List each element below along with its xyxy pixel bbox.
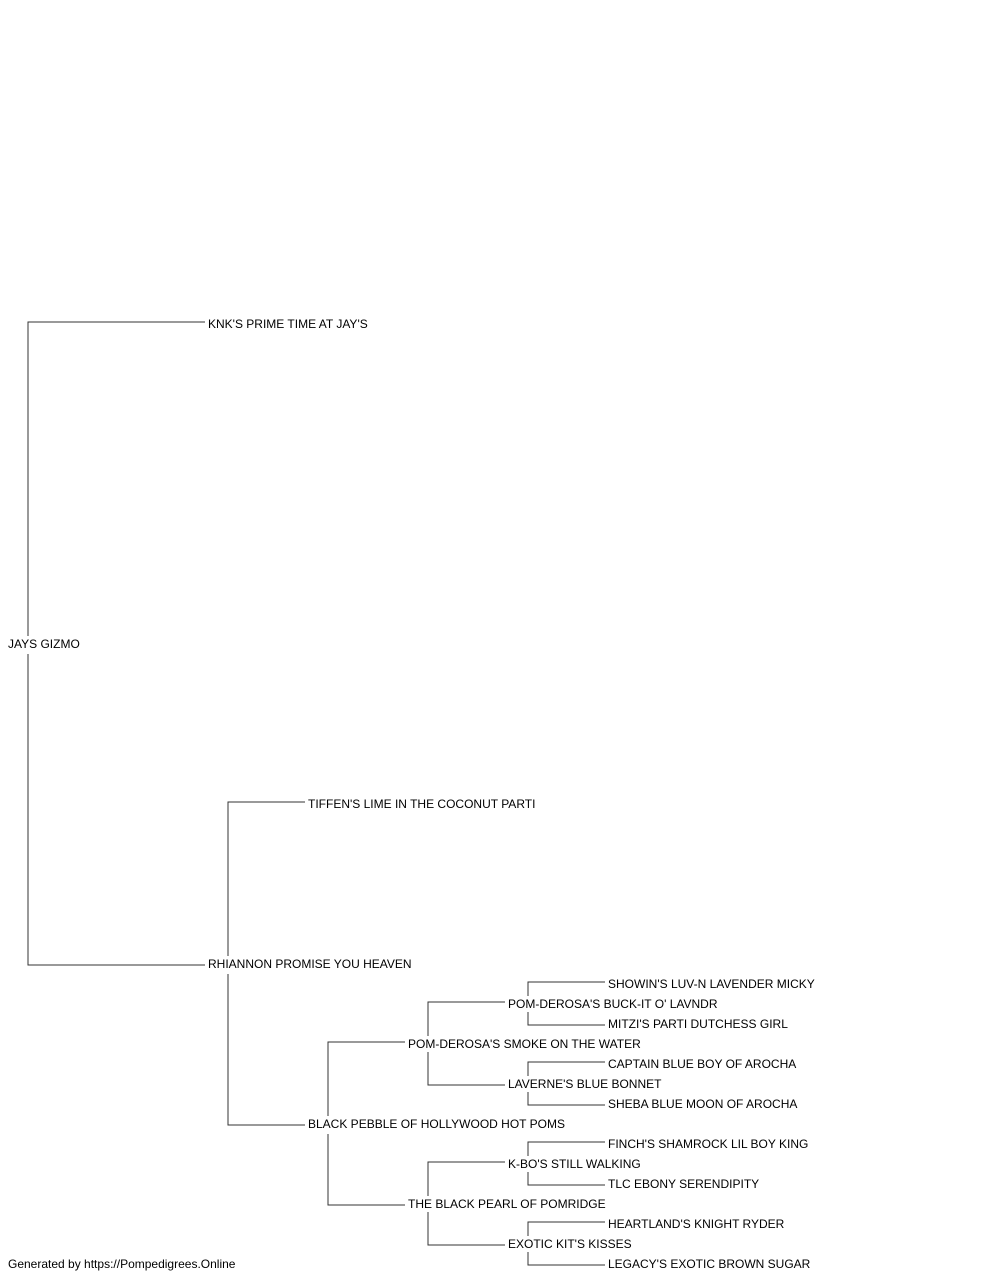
connector-dam-to-sire: [227, 801, 305, 956]
pedigree-ddsd: LAVERNE'S BLUE BONNET: [508, 1077, 663, 1091]
connector-exotic-to-dam: [527, 1252, 605, 1266]
pedigree-dddd: EXOTIC KIT'S KISSES: [508, 1237, 633, 1251]
pedigree-ddsss: SHOWIN'S LUV-N LAVENDER MICKY: [608, 977, 816, 991]
pedigree-subject: JAYS GIZMO: [8, 637, 81, 651]
pedigree-dddsd: TLC EBONY SERENDIPITY: [608, 1177, 761, 1191]
connector-buckit-to-dam: [527, 1012, 605, 1026]
pedigree-ddsds: CAPTAIN BLUE BOY OF AROCHA: [608, 1057, 798, 1071]
pedigree-dddss: FINCH'S SHAMROCK LIL BOY KING: [608, 1137, 810, 1151]
connector-pearl-to-dam: [427, 1212, 505, 1246]
pedigree-ddddd: LEGACY'S EXOTIC BROWN SUGAR: [608, 1257, 812, 1271]
connector-black-pebble-to-dam: [327, 1134, 405, 1206]
pedigree-dam-dam: BLACK PEBBLE OF HOLLYWOOD HOT POMS: [308, 1117, 566, 1131]
pedigree-ddssd: MITZI'S PARTI DUTCHESS GIRL: [608, 1017, 789, 1031]
pedigree-dam: RHIANNON PROMISE YOU HEAVEN: [208, 957, 413, 971]
pedigree-dam-sire: TIFFEN'S LIME IN THE COCONUT PARTI: [308, 797, 537, 811]
pedigree-ddss: POM-DEROSA'S BUCK-IT O' LAVNDR: [508, 997, 719, 1011]
pedigree-ddsdd: SHEBA BLUE MOON OF AROCHA: [608, 1097, 799, 1111]
connector-smoke-to-sire: [427, 1001, 505, 1036]
connector-laverne-to-dam: [527, 1092, 605, 1106]
connector-laverne-to-sire: [527, 1061, 605, 1076]
pedigree-dam-dam-dam: THE BLACK PEARL OF POMRIDGE: [408, 1197, 607, 1211]
connector-buckit-to-sire: [527, 981, 605, 996]
connector-exotic-to-sire: [527, 1221, 605, 1236]
connector-smoke-to-dam: [427, 1052, 505, 1086]
connector-kbo-to-sire: [527, 1141, 605, 1156]
connector-black-pebble-to-sire: [327, 1041, 405, 1116]
pedigree-dddds: HEARTLAND'S KNIGHT RYDER: [608, 1217, 786, 1231]
generated-by-footer: Generated by https://Pompedigrees.Online: [8, 1257, 236, 1271]
connector-subject-to-sire: [27, 321, 205, 636]
connector-pearl-to-sire: [427, 1161, 505, 1196]
connector-kbo-to-dam: [527, 1172, 605, 1186]
connector-subject-to-dam: [27, 654, 205, 966]
connector-dam-to-dam: [227, 974, 305, 1126]
pedigree-dam-dam-sire: POM-DEROSA'S SMOKE ON THE WATER: [408, 1037, 642, 1051]
pedigree-ddds: K-BO'S STILL WALKING: [508, 1157, 642, 1171]
pedigree-sire: KNK'S PRIME TIME AT JAY'S: [208, 317, 369, 331]
